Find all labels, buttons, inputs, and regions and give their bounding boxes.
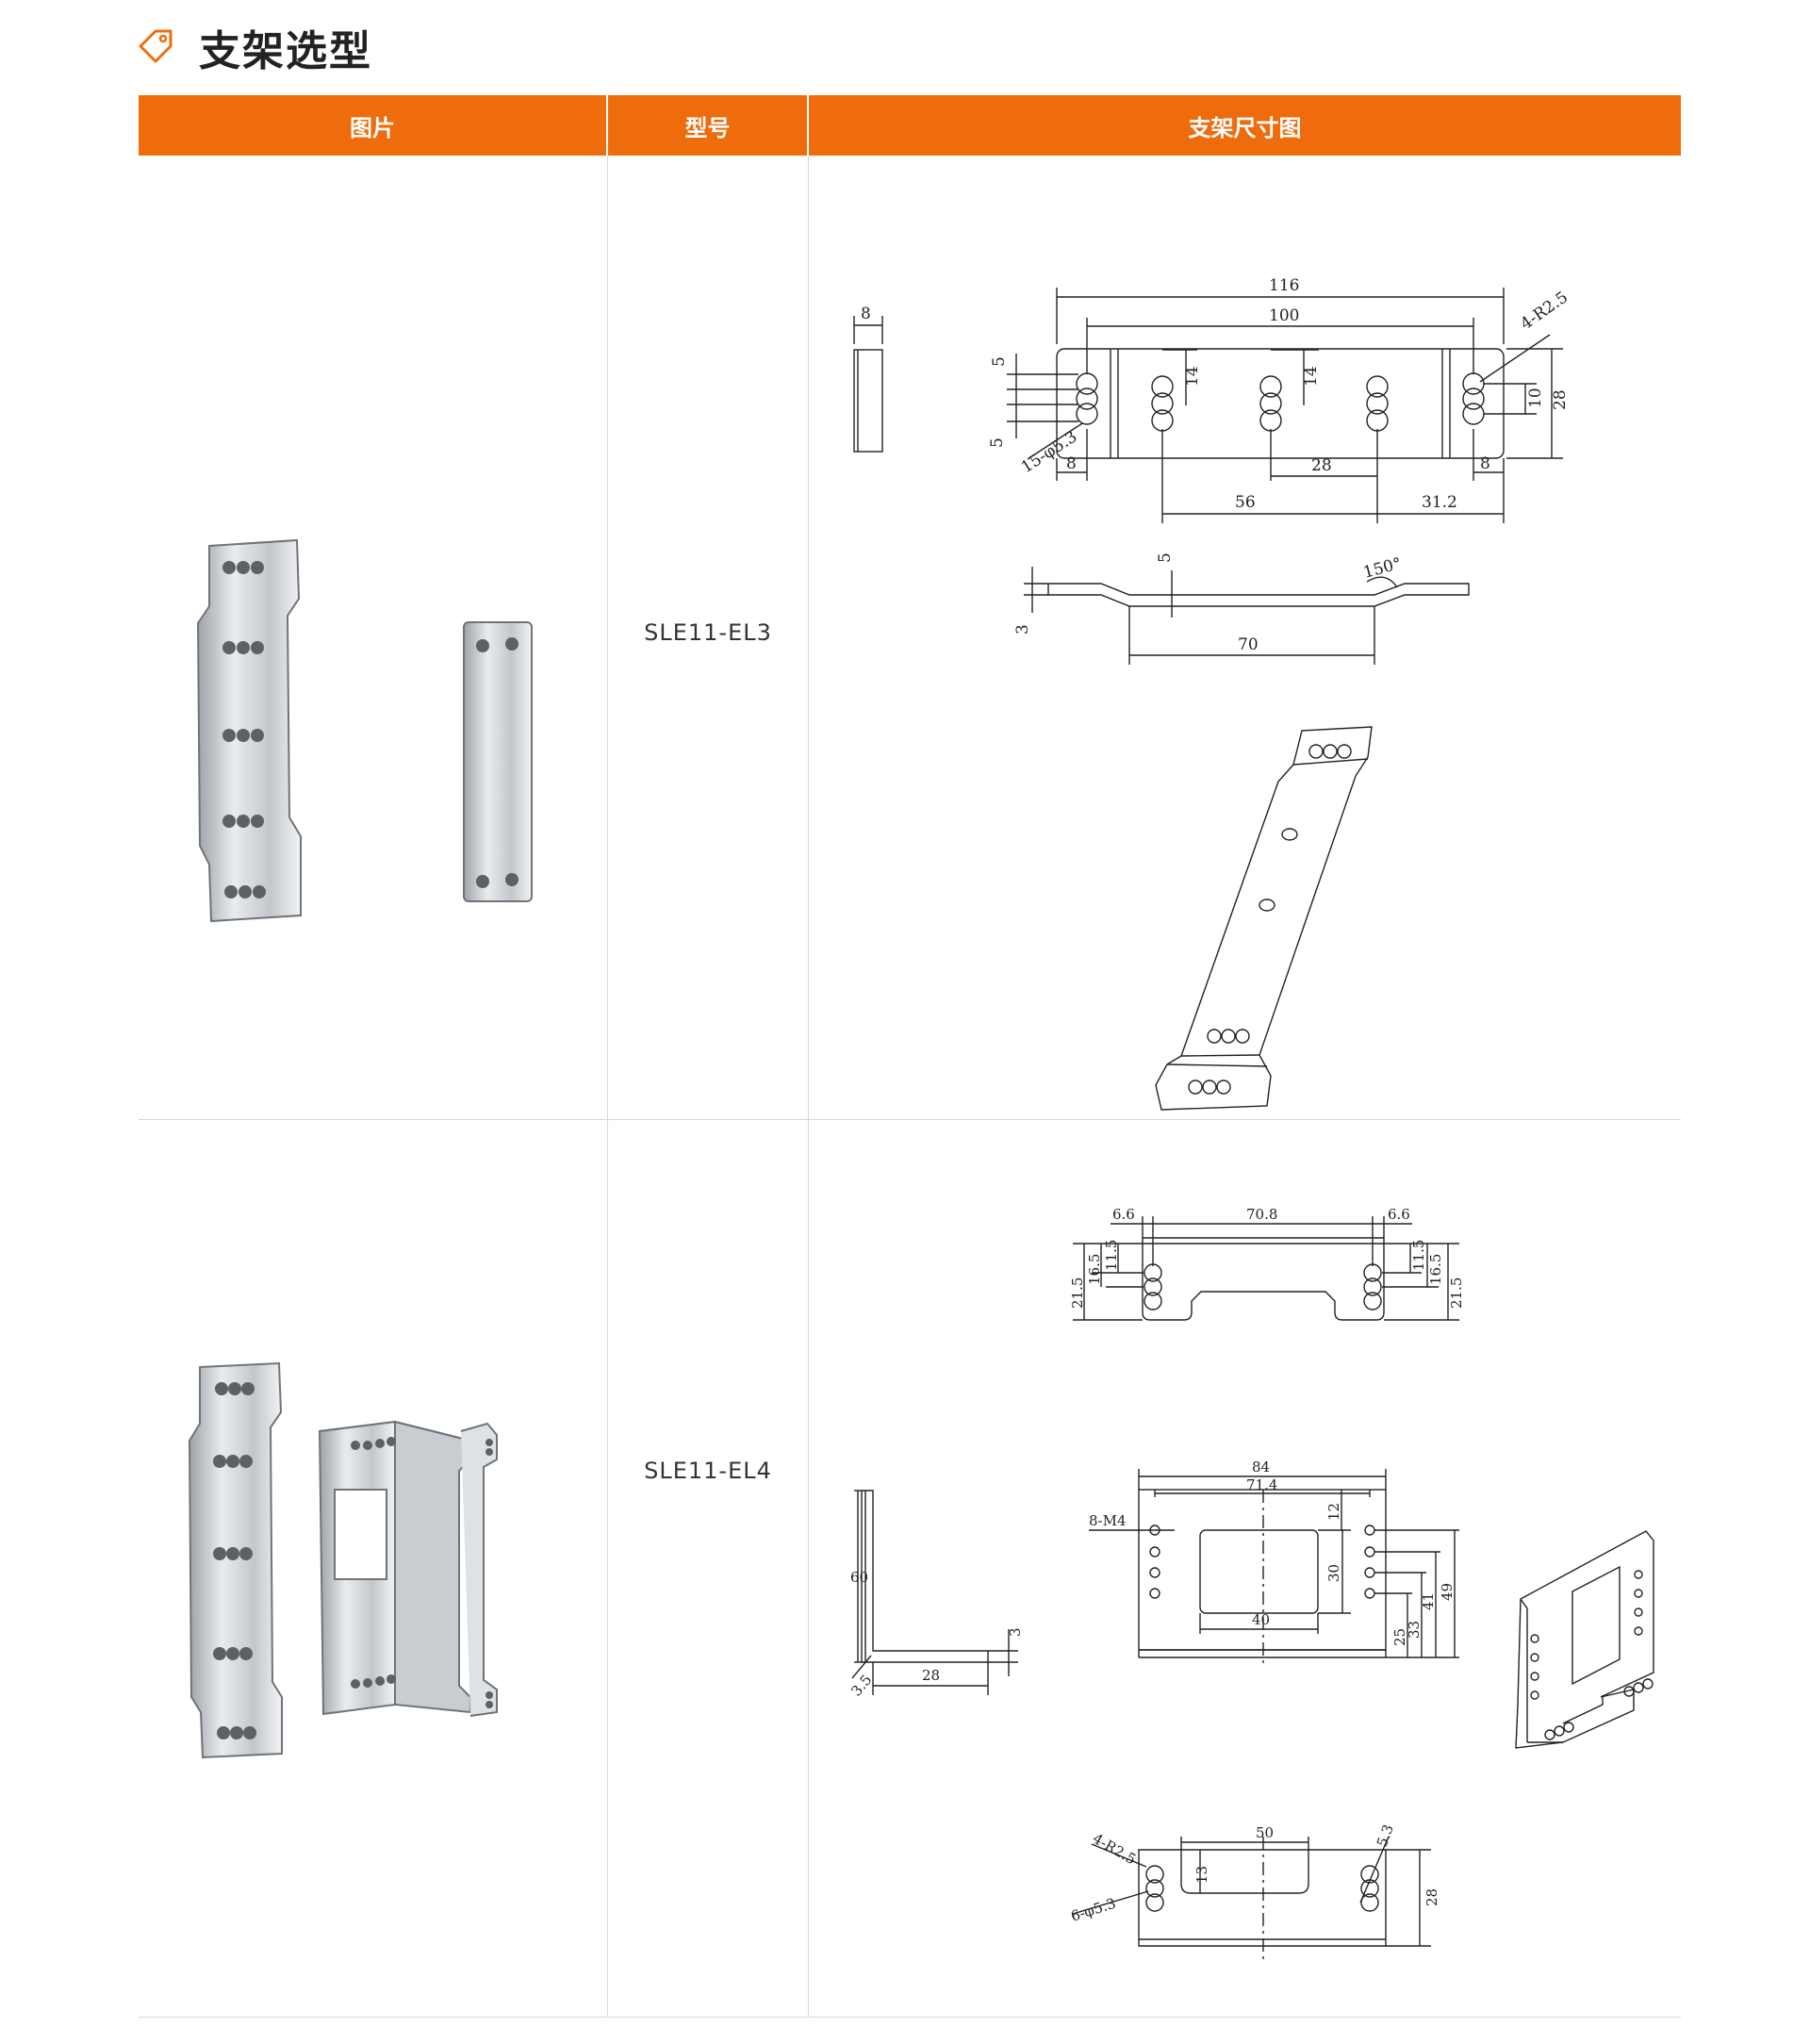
dimension-drawing-sle11-el3: 8 116 100 4- xyxy=(853,276,1571,1111)
model-number: SLE11-EL3 xyxy=(644,619,772,646)
dim-label: 56 xyxy=(1235,493,1256,512)
dim-label: 70.8 xyxy=(1246,1206,1277,1223)
dim-label: 28 xyxy=(1311,456,1332,475)
dim-label: 4-R2.5 xyxy=(1090,1830,1139,1868)
dim-label: 14 xyxy=(1302,366,1321,387)
dim-label: 8 xyxy=(1066,454,1077,473)
dim-label: 12 xyxy=(1325,1503,1342,1521)
dim-label: 31.2 xyxy=(1422,493,1457,512)
dim-label: 8-M4 xyxy=(1089,1512,1127,1529)
dim-label: 150° xyxy=(1361,554,1404,583)
dim-label: 3 xyxy=(1013,624,1032,635)
table-row: SLE11-EL3 8 xyxy=(139,156,1681,1120)
dim-label: 4-R2.5 xyxy=(1517,288,1571,334)
product-photo-sle11-el3 xyxy=(196,538,533,923)
dim-label: 33 xyxy=(1406,1621,1423,1639)
dim-label: 16.5 xyxy=(1086,1254,1103,1285)
dim-label: 16.5 xyxy=(1427,1254,1444,1285)
dim-label: 40 xyxy=(1252,1611,1270,1628)
table-header: 图片 型号 支架尺寸图 xyxy=(139,95,1681,156)
dim-label: 13 xyxy=(1193,1866,1210,1884)
page-title: 支架选型 xyxy=(199,27,372,75)
dim-label: 84 xyxy=(1252,1459,1270,1475)
dim-label: 5 xyxy=(990,356,1009,367)
dimension-drawing-sle11-el4: 6.6 70.8 6.6 21.5 16.5 11.5 11.5 16.5 21… xyxy=(847,1206,1654,1959)
dim-label: 8 xyxy=(861,305,871,323)
dim-label: 100 xyxy=(1269,306,1299,325)
dim-label: 49 xyxy=(1439,1583,1456,1601)
dimension-drawing-cell: 6.6 70.8 6.6 21.5 16.5 11.5 11.5 16.5 21… xyxy=(809,1120,1681,2017)
dim-label: 11.5 xyxy=(1410,1240,1427,1271)
model-cell: SLE11-EL4 xyxy=(608,1120,809,2017)
model-number: SLE11-EL4 xyxy=(644,1458,772,1484)
column-header-model: 型号 xyxy=(608,95,809,156)
dim-label: 3.5 xyxy=(847,1672,875,1700)
table-row: SLE11-EL4 6.6 70.8 6.6 21.5 16.5 11. xyxy=(139,1120,1681,2018)
bracket-selection-table: 图片 型号 支架尺寸图 xyxy=(139,95,1681,2018)
dim-label: 5 xyxy=(988,437,1007,448)
dim-label: 10 xyxy=(1526,387,1545,408)
model-cell: SLE11-EL3 xyxy=(608,156,809,1119)
dim-label: 28 xyxy=(1423,1888,1440,1906)
section-header: 支架选型 xyxy=(137,19,372,75)
tag-icon xyxy=(139,29,173,63)
dim-label: 116 xyxy=(1269,276,1299,295)
dim-label: 28 xyxy=(1551,389,1570,410)
dim-label: 3 xyxy=(1007,1627,1024,1637)
column-header-dimension-drawing: 支架尺寸图 xyxy=(1188,114,1302,141)
product-photo-cell xyxy=(139,156,608,1119)
dimension-drawing-cell: 8 116 100 4- xyxy=(809,156,1681,1119)
dim-label: 5 xyxy=(1156,552,1175,563)
dim-label: 70 xyxy=(1238,635,1259,654)
dim-label: 6-φ5.3 xyxy=(1069,1895,1118,1925)
dim-label: 5.3 xyxy=(1374,1822,1397,1850)
dim-label: 41 xyxy=(1420,1592,1437,1610)
dim-label: 60 xyxy=(850,1569,868,1586)
dim-label: 21.5 xyxy=(1448,1278,1465,1309)
dim-label: 6.6 xyxy=(1112,1206,1135,1223)
dim-label: 11.5 xyxy=(1103,1240,1120,1271)
dim-label: 14 xyxy=(1183,366,1202,387)
dim-label: 71.4 xyxy=(1246,1476,1277,1493)
product-photo-sle11-el4 xyxy=(188,1361,498,1759)
dim-label: 8 xyxy=(1480,454,1490,473)
product-photo-cell xyxy=(139,1120,608,2017)
column-header-image: 图片 xyxy=(139,95,608,156)
dim-label: 6.6 xyxy=(1388,1206,1410,1223)
dim-label: 28 xyxy=(922,1667,940,1684)
dim-label: 30 xyxy=(1325,1564,1342,1582)
dim-label: 21.5 xyxy=(1069,1278,1086,1309)
dim-label: 25 xyxy=(1391,1628,1408,1646)
dim-label: 50 xyxy=(1256,1824,1274,1841)
